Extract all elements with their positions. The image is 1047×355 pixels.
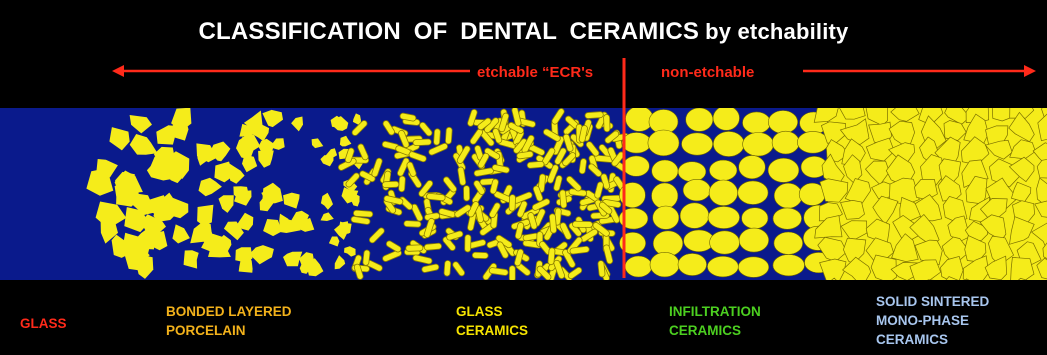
left-arrow: [112, 65, 470, 77]
infiltrated-grain: [653, 206, 679, 229]
crystal-rod: [398, 176, 405, 192]
crystal-shard: [197, 205, 213, 226]
category-infiltration-ceramics: INFILTRATION CERAMICS: [669, 302, 761, 340]
infiltrated-grain: [768, 111, 797, 134]
crystal-rod: [559, 190, 567, 209]
infiltrated-grain: [707, 256, 738, 277]
crystal-rod: [445, 127, 452, 144]
infiltrated-grain: [648, 130, 679, 156]
infiltrated-grain: [680, 203, 709, 229]
crystal-rod: [413, 139, 432, 146]
etchable-label: etchable “ECR's: [477, 64, 593, 81]
crystal-rod: [549, 214, 557, 234]
infiltrated-grain: [773, 255, 805, 276]
crystal-rod: [433, 129, 440, 146]
infiltrated-grain: [739, 228, 769, 252]
crystal-rod: [509, 195, 516, 212]
infiltrated-grain: [743, 112, 771, 134]
category-solid-sintered-ceramics: SOLID SINTERED MONO-PHASE CERAMICS: [876, 292, 989, 349]
sintered-grain: [1010, 257, 1034, 280]
category-line: INFILTRATION: [669, 302, 761, 321]
infiltrated-grain: [710, 231, 740, 254]
infiltrated-grain: [713, 108, 739, 130]
crystal-rod: [424, 243, 442, 250]
infiltrated-grain: [652, 160, 678, 182]
infiltrated-grain: [678, 162, 706, 182]
infiltrated-grain: [619, 183, 645, 208]
infiltrated-grain: [797, 131, 828, 153]
infiltrated-grain: [742, 208, 768, 229]
crystal-rod: [404, 220, 421, 227]
category-line: PORCELAIN: [166, 321, 292, 340]
category-glass: GLASS: [20, 314, 67, 333]
right-arrow: [803, 65, 1036, 77]
infiltrated-grain: [709, 160, 737, 180]
crystal-rod: [382, 181, 399, 188]
infiltrated-grain: [708, 206, 740, 228]
infiltrated-grain: [622, 133, 651, 154]
category-line: MONO-PHASE: [876, 311, 989, 330]
non-etchable-label: non-etchable: [661, 64, 754, 81]
infiltrated-grain: [709, 180, 738, 206]
crystal-rod: [444, 260, 451, 276]
infiltrated-grain: [620, 232, 646, 254]
crystal-rod: [509, 266, 515, 280]
title-subtitle: by etchability: [705, 19, 848, 44]
infiltrated-grain: [772, 131, 799, 154]
crystal-rod: [472, 252, 488, 259]
infiltrated-grain: [686, 108, 713, 131]
crystal-rod: [572, 221, 592, 227]
infiltrated-grain: [768, 158, 799, 182]
category-glass-ceramics: GLASS CERAMICS: [456, 302, 528, 340]
infiltrated-grain: [683, 179, 710, 201]
infiltrated-grain: [713, 131, 744, 156]
category-line: CERAMICS: [456, 321, 528, 340]
category-bonded-layered-porcelain: BONDED LAYERED PORCELAIN: [166, 302, 292, 340]
infiltrated-grain: [738, 181, 768, 205]
sintered-grain: [871, 255, 896, 280]
infiltrated-grain: [619, 208, 648, 229]
crystal-rod: [363, 250, 371, 266]
microstructure-band: [0, 108, 1047, 280]
category-line: GLASS: [456, 302, 528, 321]
category-line: BONDED LAYERED: [166, 302, 292, 321]
infiltrated-grain: [739, 155, 766, 178]
crystal-rod: [353, 210, 373, 217]
crystal-rod: [604, 114, 611, 131]
diagram-title: CLASSIFICATION OF DENTAL CERAMICSby etch…: [0, 18, 1047, 46]
infiltrated-grain: [625, 256, 652, 277]
category-line: CERAMICS: [876, 330, 989, 349]
crystal-rod: [585, 111, 604, 118]
category-line: CERAMICS: [669, 321, 761, 340]
category-line: SOLID SINTERED: [876, 292, 989, 311]
infiltrated-grain: [773, 208, 802, 229]
title-main: CLASSIFICATION OF DENTAL CERAMICS: [199, 18, 700, 45]
crystal-rod: [527, 161, 544, 168]
infiltrated-grain: [650, 252, 679, 277]
infiltrated-grain: [743, 133, 774, 157]
infiltrated-grain: [774, 183, 802, 208]
crystal-rod: [406, 245, 423, 252]
crystal-rod: [598, 260, 606, 277]
infiltrated-grain: [738, 257, 769, 278]
infiltrated-grain: [682, 133, 713, 155]
crystal-rod: [463, 186, 469, 202]
infiltrated-grain: [774, 232, 803, 254]
infiltrated-grain: [652, 183, 678, 209]
infiltrated-grain: [623, 156, 649, 176]
category-line: GLASS: [20, 314, 67, 333]
infiltrated-grain: [678, 253, 707, 275]
crystal-rod: [465, 235, 471, 253]
